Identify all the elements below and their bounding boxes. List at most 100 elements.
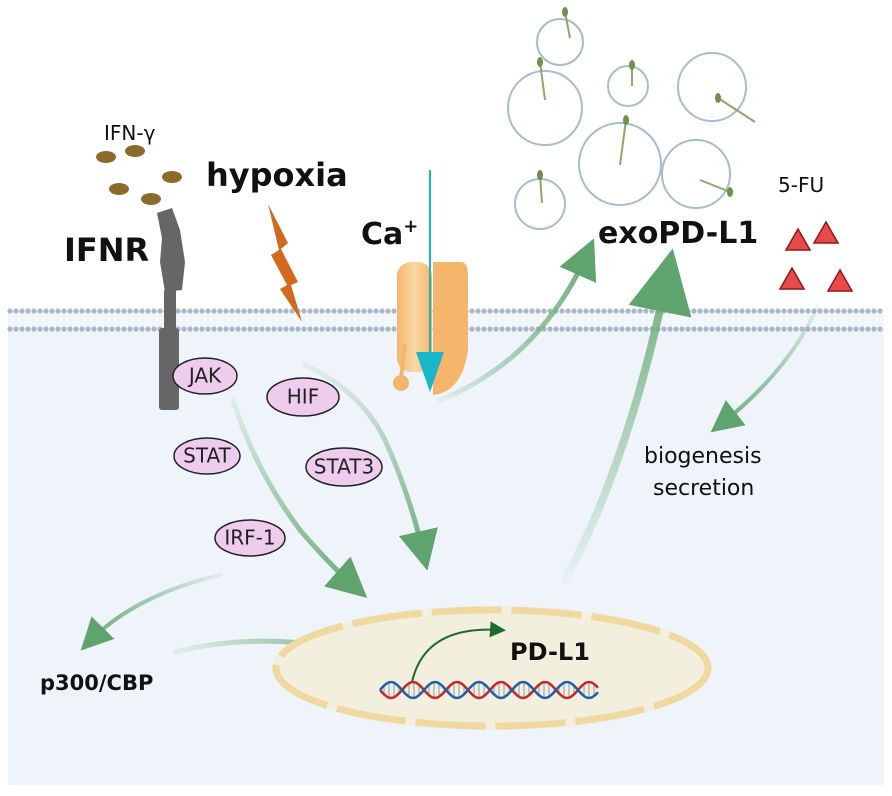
lipid-head <box>733 326 739 332</box>
lipid-head <box>613 308 619 314</box>
arrow-channel-to-exo <box>437 238 597 403</box>
lipid-head <box>787 308 793 314</box>
lipid-head <box>283 308 289 314</box>
lipid-head <box>67 308 73 314</box>
lipid-head <box>343 326 349 332</box>
lipid-head <box>685 326 691 332</box>
lipid-head <box>547 326 553 332</box>
lipid-head <box>841 308 847 314</box>
lipid-head <box>829 326 835 332</box>
pd-l1-head <box>715 93 721 103</box>
lipid-head <box>73 326 79 332</box>
lipid-head <box>391 326 397 332</box>
lipid-head <box>499 326 505 332</box>
lipid-head <box>835 326 841 332</box>
lipid-head <box>787 326 793 332</box>
pd-l1-head <box>727 187 733 197</box>
lipid-head <box>31 308 37 314</box>
lipid-head <box>193 326 199 332</box>
lipid-head <box>529 308 535 314</box>
lipid-head <box>871 326 877 332</box>
lipid-head <box>49 308 55 314</box>
lipid-head <box>307 326 313 332</box>
lipid-head <box>667 308 673 314</box>
calcium-symbol: Ca <box>361 217 403 252</box>
five-fu-label: 5-FU <box>778 173 824 197</box>
five-fu-triangles <box>778 220 854 292</box>
lipid-head <box>859 326 865 332</box>
lipid-head <box>247 326 253 332</box>
lipid-head <box>709 308 715 314</box>
pd-l1-head <box>537 170 543 180</box>
lipid-head <box>499 308 505 314</box>
lipid-head <box>55 308 61 314</box>
lipid-head <box>361 308 367 314</box>
lipid-head <box>43 326 49 332</box>
lipid-head <box>295 326 301 332</box>
lipid-head <box>199 308 205 314</box>
lipid-head <box>553 326 559 332</box>
lipid-head <box>511 308 517 314</box>
lipid-head <box>835 308 841 314</box>
lipid-head <box>697 308 703 314</box>
exosome <box>536 18 584 66</box>
lipid-head <box>853 326 859 332</box>
lipid-head <box>577 326 583 332</box>
lipid-head <box>145 308 151 314</box>
lipid-head <box>313 308 319 314</box>
lipid-head <box>877 308 883 314</box>
exosome-vesicles <box>507 7 756 230</box>
lipid-head <box>865 308 871 314</box>
lipid-head <box>607 308 613 314</box>
lipid-head <box>25 308 31 314</box>
lipid-head <box>481 308 487 314</box>
lipid-head <box>871 308 877 314</box>
exosome <box>661 139 731 209</box>
lipid-head <box>595 308 601 314</box>
lipid-head <box>505 326 511 332</box>
triangle-icon <box>778 266 806 290</box>
pd-l1-stalk <box>619 119 627 166</box>
lipid-head <box>763 326 769 332</box>
lipid-head <box>331 308 337 314</box>
lipid-head <box>181 326 187 332</box>
lipid-head <box>673 326 679 332</box>
lipid-head <box>727 308 733 314</box>
lipid-head <box>277 326 283 332</box>
lipid-head <box>541 308 547 314</box>
lipid-head <box>631 326 637 332</box>
lipid-head <box>37 326 43 332</box>
lipid-head <box>739 326 745 332</box>
nucleus <box>272 606 712 730</box>
lipid-head <box>775 308 781 314</box>
lipid-head <box>721 326 727 332</box>
lipid-head <box>517 326 523 332</box>
lipid-head <box>31 326 37 332</box>
lipid-head <box>715 308 721 314</box>
arrow-5fu-to-biogenesis <box>710 303 820 433</box>
lipid-head <box>121 308 127 314</box>
lipid-head <box>355 308 361 314</box>
dna-strand-red <box>379 680 599 700</box>
ifnr-receptor-icon <box>157 208 185 410</box>
lipid-head <box>349 326 355 332</box>
lipid-head <box>325 308 331 314</box>
lipid-head <box>625 326 631 332</box>
lipid-head <box>109 326 115 332</box>
lipid-head <box>841 326 847 332</box>
lipid-head <box>235 326 241 332</box>
lipid-head <box>811 326 817 332</box>
lipid-head <box>679 308 685 314</box>
lipid-head <box>715 326 721 332</box>
lipid-head <box>151 326 157 332</box>
lipid-head <box>193 308 199 314</box>
lipid-head <box>373 308 379 314</box>
lipid-head <box>367 308 373 314</box>
stat3-label: STAT3 <box>314 455 374 479</box>
lipid-head <box>571 308 577 314</box>
lipid-head <box>271 308 277 314</box>
lipid-head <box>379 326 385 332</box>
lipid-head <box>319 326 325 332</box>
pd-l1-head <box>629 60 635 70</box>
